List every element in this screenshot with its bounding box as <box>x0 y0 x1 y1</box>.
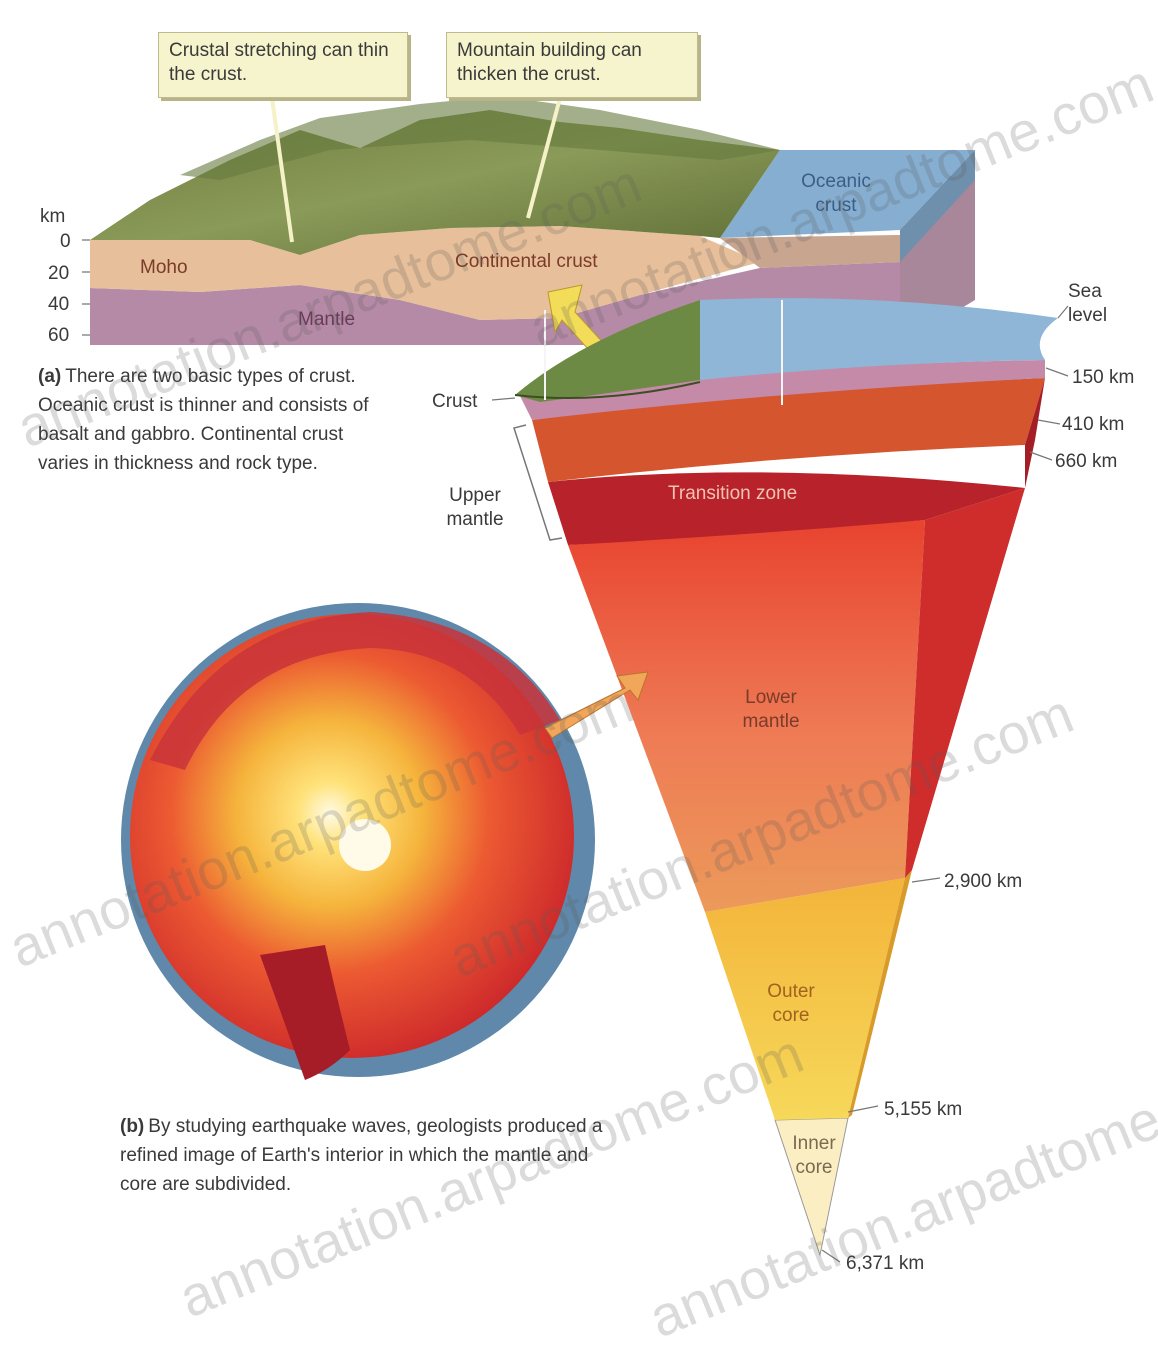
depth-2900-label: 2,900 km <box>944 870 1022 894</box>
upper-mantle-label: Upper mantle <box>435 484 515 532</box>
callout-mountain-building: Mountain building can thicken the crust. <box>446 32 698 98</box>
leader-660 <box>1030 452 1052 460</box>
outer-core-label: Outer core <box>754 980 828 1028</box>
depth-660-label: 660 km <box>1055 450 1117 474</box>
leader-150 <box>1046 368 1068 376</box>
moho-label: Moho <box>140 256 188 280</box>
axis-label-20: 20 <box>48 262 69 286</box>
sea-level-label: Sea level <box>1068 280 1128 328</box>
depth-150-label: 150 km <box>1072 366 1134 390</box>
depth-410-label: 410 km <box>1062 413 1124 437</box>
leader-410 <box>1038 420 1060 424</box>
axis-label-60: 60 <box>48 324 69 348</box>
callout-mountain-text: Mountain building can thicken the crust. <box>457 40 642 85</box>
leader-crust <box>492 398 515 400</box>
transition-zone-label: Transition zone <box>668 482 797 506</box>
callout-stretching-text: Crustal stretching can thin the crust. <box>169 40 389 85</box>
axis-label-0: 0 <box>60 230 71 254</box>
axis-label-40: 40 <box>48 293 69 317</box>
crust-label: Crust <box>432 390 477 414</box>
callout-crustal-stretching: Crustal stretching can thin the crust. <box>158 32 408 98</box>
leader-sea-level <box>1058 306 1068 318</box>
inner-core-label: Inner core <box>782 1132 846 1180</box>
leader-2900 <box>912 878 940 882</box>
axis-unit-label: km <box>40 205 65 229</box>
caption-b-tag: (b) <box>120 1116 144 1137</box>
depth-5155-label: 5,155 km <box>884 1098 962 1122</box>
lower-mantle-label: Lower mantle <box>726 686 816 734</box>
earth-structure-diagram: Crustal stretching can thin the crust. M… <box>0 0 1158 1285</box>
